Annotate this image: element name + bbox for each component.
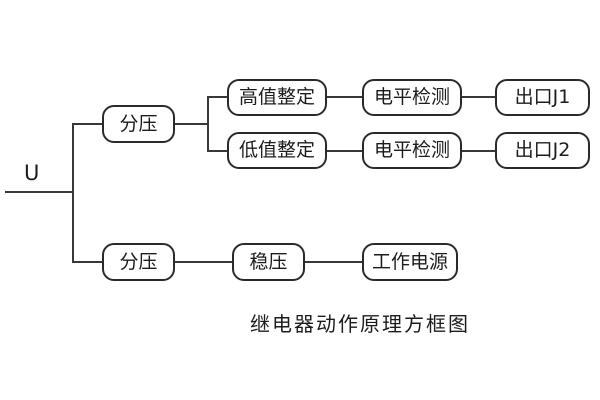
connector-top-branch — [73, 123, 103, 125]
connector-split-vertical — [207, 96, 209, 152]
diagram-caption: 继电器动作原理方框图 — [250, 312, 470, 336]
connector-detect-to-j2 — [462, 150, 496, 152]
box-level-detect-1: 电平检测 — [362, 79, 462, 116]
connector-bottom-branch — [73, 261, 103, 263]
connector-trunk-vertical — [72, 123, 74, 263]
connector-divider-to-split — [175, 123, 209, 125]
box-voltage-regulator: 稳压 — [232, 243, 305, 281]
connector-detect-to-j1 — [462, 96, 496, 98]
box-working-power: 工作电源 — [362, 243, 458, 281]
connector-input-line — [5, 191, 74, 193]
box-output-j2: 出口J2 — [495, 132, 590, 169]
connector-split-to-high — [207, 96, 228, 98]
box-output-j1: 出口J1 — [495, 79, 590, 116]
box-low-value-setting: 低值整定 — [227, 132, 327, 169]
input-voltage-label: U — [24, 161, 40, 185]
connector-high-to-detect — [327, 96, 363, 98]
connector-divider-to-regulator — [175, 261, 233, 263]
connector-split-to-low — [207, 150, 228, 152]
box-voltage-divider-bottom: 分压 — [102, 243, 175, 281]
box-voltage-divider-top: 分压 — [102, 105, 175, 143]
box-high-value-setting: 高值整定 — [227, 79, 327, 116]
connector-low-to-detect — [327, 150, 363, 152]
box-level-detect-2: 电平检测 — [362, 132, 462, 169]
connector-regulator-to-power — [305, 261, 363, 263]
